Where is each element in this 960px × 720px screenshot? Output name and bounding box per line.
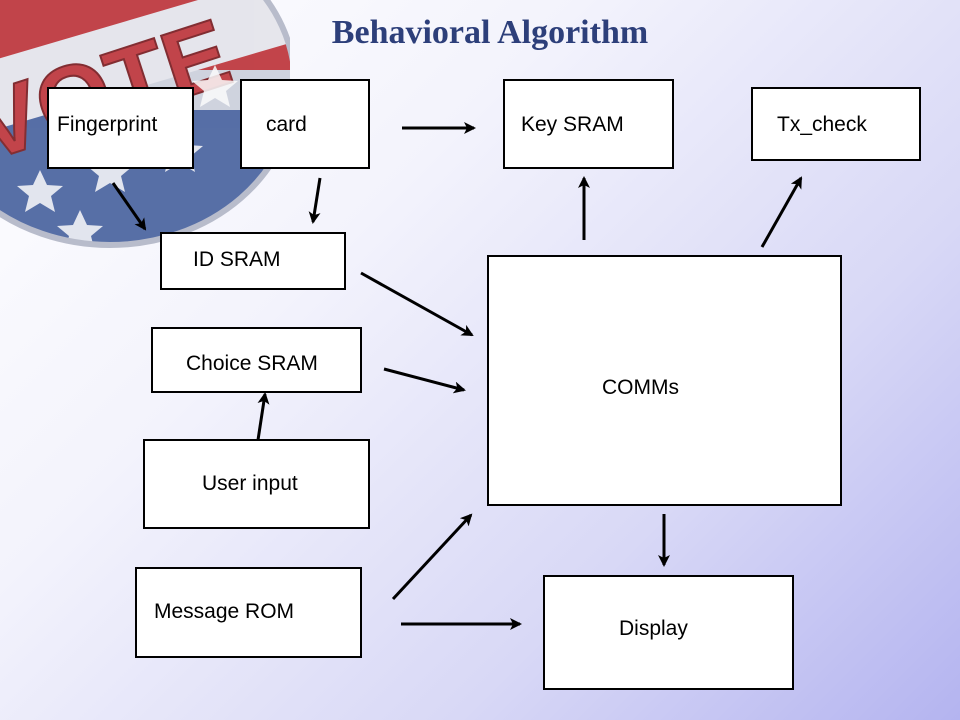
arrow-user-input-to-choice-sram bbox=[256, 392, 270, 441]
message-rom-box bbox=[135, 567, 362, 658]
user-input-box bbox=[143, 439, 370, 529]
arrow-comms-to-tx-check bbox=[760, 176, 803, 248]
display-label: Display bbox=[619, 617, 688, 640]
comms-label: COMMs bbox=[602, 376, 679, 399]
fingerprint-box bbox=[47, 87, 194, 169]
arrow-choice-sram-to-comms bbox=[383, 367, 466, 394]
card-box bbox=[240, 79, 370, 169]
page-title: Behavioral Algorithm bbox=[331, 14, 649, 51]
id-sram-box bbox=[160, 232, 346, 290]
arrow-message-rom-to-comms bbox=[391, 513, 473, 601]
id-sram-label: ID SRAM bbox=[193, 248, 281, 271]
key-sram-label: Key SRAM bbox=[521, 113, 624, 136]
card-label: card bbox=[266, 113, 307, 136]
tx-check-label: Tx_check bbox=[777, 113, 867, 136]
choice-sram-box bbox=[151, 327, 362, 393]
choice-sram-label: Choice SRAM bbox=[186, 352, 318, 375]
arrow-card-to-id-sram bbox=[308, 177, 322, 224]
comms-box bbox=[487, 255, 842, 506]
key-sram-box bbox=[503, 79, 674, 169]
display-box bbox=[543, 575, 794, 690]
arrow-fingerprint-to-id-sram bbox=[111, 182, 147, 231]
arrow-id-sram-to-comms bbox=[360, 271, 474, 337]
tx-check-box bbox=[751, 87, 921, 161]
user-input-label: User input bbox=[202, 472, 298, 495]
message-rom-label: Message ROM bbox=[154, 600, 295, 623]
fingerprint-label: Fingerprint bbox=[57, 113, 158, 136]
